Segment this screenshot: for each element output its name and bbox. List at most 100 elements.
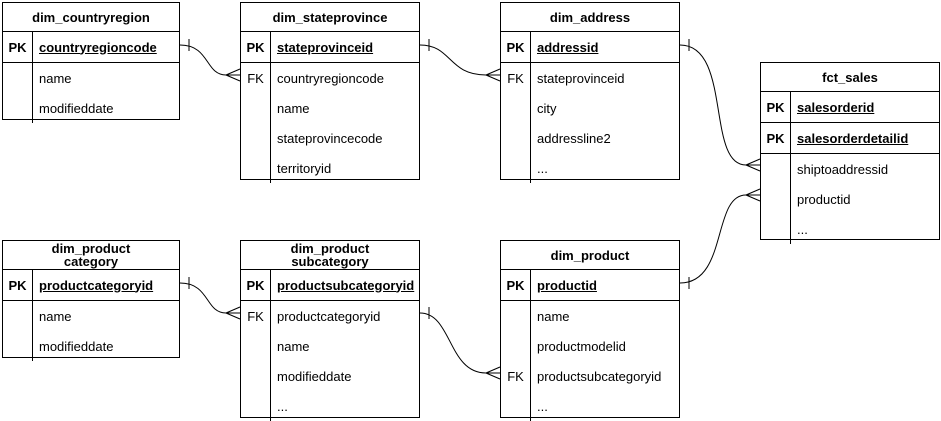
attribute-row: productid bbox=[761, 184, 939, 214]
attribute-name: shiptoaddressid bbox=[797, 161, 889, 177]
attribute-row: name bbox=[241, 331, 419, 361]
key-badge: FK bbox=[241, 301, 271, 331]
attribute-row: stateprovincecode bbox=[241, 123, 419, 153]
connector-stateprovince-address bbox=[419, 39, 501, 82]
attribute-row: FK productsubcategoryid bbox=[501, 361, 679, 391]
attribute-row: modifieddate bbox=[241, 361, 419, 391]
crow-foot-many-marker bbox=[745, 188, 761, 202]
entity-title: dim_product subcategory bbox=[241, 241, 419, 270]
key-badge bbox=[241, 123, 271, 153]
attribute-row: PK productid bbox=[501, 270, 679, 301]
key-badge bbox=[501, 153, 531, 183]
key-badge bbox=[241, 391, 271, 421]
attribute-name: name bbox=[277, 338, 310, 354]
key-badge: PK bbox=[501, 32, 531, 62]
entity-dim-productcategory: dim_product category PK productcategoryi… bbox=[2, 240, 180, 361]
key-badge bbox=[241, 93, 271, 123]
key-badge bbox=[241, 331, 271, 361]
attribute-row: ... bbox=[501, 391, 679, 421]
attribute-row: PK productsubcategoryid bbox=[241, 270, 419, 301]
crow-foot-many-marker bbox=[485, 366, 501, 380]
attribute-row: name bbox=[501, 301, 679, 331]
relationship-line bbox=[179, 44, 227, 76]
attribute-row: name bbox=[3, 301, 179, 331]
entity-title: dim_address bbox=[501, 3, 679, 32]
attribute-name: name bbox=[39, 308, 72, 324]
attribute-name: modifieddate bbox=[39, 338, 114, 354]
attribute-row: name bbox=[241, 93, 419, 123]
attribute-name: productsubcategoryid bbox=[537, 368, 662, 384]
attribute-row: PK salesorderdetailid bbox=[761, 123, 939, 154]
key-badge bbox=[241, 361, 271, 391]
attribute-name: countryregioncode bbox=[39, 39, 157, 55]
attribute-name: territoryid bbox=[277, 160, 332, 176]
attribute-name: stateprovinceid bbox=[537, 70, 625, 86]
attribute-name: productid bbox=[797, 191, 851, 207]
relationship-line bbox=[179, 282, 227, 314]
attribute-name: stateprovincecode bbox=[277, 130, 383, 146]
entity-dim-product: dim_product PK productid name productmod… bbox=[500, 240, 680, 421]
connector-productcategory-productsubcategory bbox=[179, 277, 241, 320]
key-badge: PK bbox=[241, 270, 271, 300]
attribute-row: name bbox=[3, 63, 179, 93]
entity-title: fct_sales bbox=[761, 63, 939, 92]
relationship-line bbox=[679, 44, 747, 166]
key-badge bbox=[501, 301, 531, 331]
attribute-name: addressid bbox=[537, 39, 599, 55]
entity-title: dim_stateprovince bbox=[241, 3, 419, 32]
attribute-row: ... bbox=[501, 153, 679, 183]
attribute-row: PK productcategoryid bbox=[3, 270, 179, 301]
entity-fct-sales: fct_sales PK salesorderid PK salesorderd… bbox=[760, 62, 940, 244]
key-badge: PK bbox=[241, 32, 271, 62]
relationship-line bbox=[419, 312, 487, 374]
attribute-name: modifieddate bbox=[39, 100, 114, 116]
attribute-name: name bbox=[537, 308, 570, 324]
attribute-row: PK stateprovinceid bbox=[241, 32, 419, 63]
attribute-name: addressline2 bbox=[537, 130, 611, 146]
key-badge: PK bbox=[761, 123, 791, 153]
attribute-name: countryregioncode bbox=[277, 70, 384, 86]
attribute-row: shiptoaddressid bbox=[761, 154, 939, 184]
key-badge: FK bbox=[501, 361, 531, 391]
connector-productsubcategory-product bbox=[419, 307, 501, 380]
attribute-row: PK salesorderid bbox=[761, 92, 939, 123]
attribute-row: modifieddate bbox=[3, 331, 179, 361]
crow-foot-many-marker bbox=[225, 68, 241, 82]
entity-dim-address: dim_address PK addressid FK stateprovinc… bbox=[500, 2, 680, 183]
crow-foot-many-marker bbox=[225, 306, 241, 320]
key-badge bbox=[501, 331, 531, 361]
key-badge: PK bbox=[761, 92, 791, 122]
attribute-name: productcategoryid bbox=[39, 277, 154, 293]
key-badge: PK bbox=[3, 270, 33, 300]
key-badge bbox=[761, 214, 791, 244]
entity-title: dim_product bbox=[501, 241, 679, 270]
attribute-row: addressline2 bbox=[501, 123, 679, 153]
connector-address-fctsales bbox=[679, 39, 761, 172]
key-badge: PK bbox=[501, 270, 531, 300]
attribute-name: name bbox=[277, 100, 310, 116]
attribute-row: ... bbox=[241, 391, 419, 421]
key-badge: FK bbox=[501, 63, 531, 93]
key-badge bbox=[3, 331, 33, 361]
key-badge: PK bbox=[3, 32, 33, 62]
attribute-name: stateprovinceid bbox=[277, 39, 374, 55]
attribute-name: salesorderdetailid bbox=[797, 130, 909, 146]
attribute-row: city bbox=[501, 93, 679, 123]
entity-title: dim_product category bbox=[3, 241, 179, 270]
connector-product-fctsales bbox=[679, 188, 761, 289]
key-badge bbox=[3, 63, 33, 93]
attribute-name: name bbox=[39, 70, 72, 86]
entity-dim-countryregion: dim_countryregion PK countryregioncode n… bbox=[2, 2, 180, 123]
attribute-name: ... bbox=[277, 398, 288, 414]
attribute-row: FK productcategoryid bbox=[241, 301, 419, 331]
attribute-row: PK addressid bbox=[501, 32, 679, 63]
relationship-line bbox=[679, 194, 747, 284]
attribute-row: ... bbox=[761, 214, 939, 244]
crow-foot-many-marker bbox=[485, 68, 501, 82]
entity-dim-productsubcategory: dim_product subcategory PK productsubcat… bbox=[240, 240, 420, 421]
entity-title: dim_countryregion bbox=[3, 3, 179, 32]
attribute-row: productmodelid bbox=[501, 331, 679, 361]
attribute-name: modifieddate bbox=[277, 368, 352, 384]
attribute-name: ... bbox=[797, 221, 808, 237]
